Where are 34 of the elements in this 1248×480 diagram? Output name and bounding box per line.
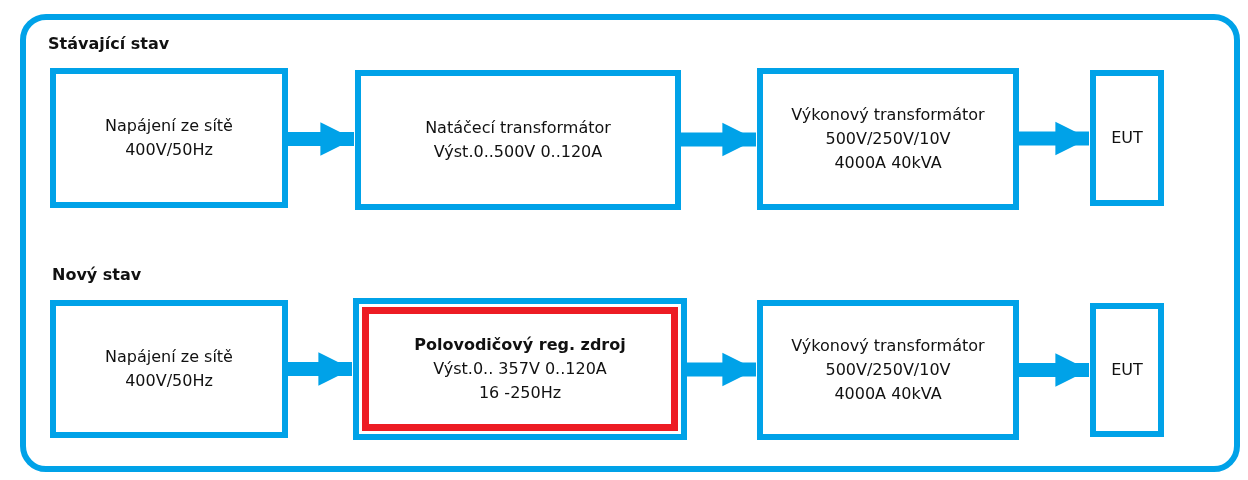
box-title: Polovodičový reg. zdroj (414, 334, 626, 356)
box-title: EUT (1111, 127, 1143, 149)
section-heading: Nový stav (52, 265, 142, 284)
box-text: 4000A 40kVA (834, 383, 942, 405)
box-text: Výst.0.. 357V 0..120A (433, 358, 607, 380)
box-text: 4000A 40kVA (834, 152, 942, 174)
process-box (50, 68, 288, 208)
box-text: 16 -250Hz (478, 382, 562, 404)
section-heading: Stávající stav (48, 34, 170, 53)
process-box (1090, 70, 1164, 206)
box-title: Výkonový transformátor (791, 104, 985, 126)
process-box (353, 298, 687, 440)
box-text: 400V/50Hz (125, 370, 213, 392)
box-title: EUT (1111, 359, 1143, 381)
process-box (757, 300, 1019, 440)
block-arrow (288, 122, 354, 156)
box-title: Natáčecí transformátor (425, 117, 611, 139)
process-box (50, 300, 288, 438)
box-text: 500V/250V/10V (825, 359, 951, 381)
process-box (757, 68, 1019, 210)
box-text: 500V/250V/10V (825, 128, 951, 150)
box-title: Výkonový transformátor (791, 335, 985, 357)
box-title: Napájení ze sítě (105, 115, 233, 137)
box-text: Výst.0..500V 0..120A (433, 141, 603, 163)
highlighted-box (362, 307, 678, 431)
box-text: 400V/50Hz (125, 139, 213, 161)
box-title: Napájení ze sítě (105, 346, 233, 368)
block-arrow (1019, 121, 1089, 156)
process-box (355, 70, 681, 210)
block-arrow (681, 122, 756, 157)
block-arrow (687, 352, 756, 387)
process-box (1090, 303, 1164, 437)
block-arrow (288, 352, 352, 386)
block-arrow (1019, 353, 1089, 387)
